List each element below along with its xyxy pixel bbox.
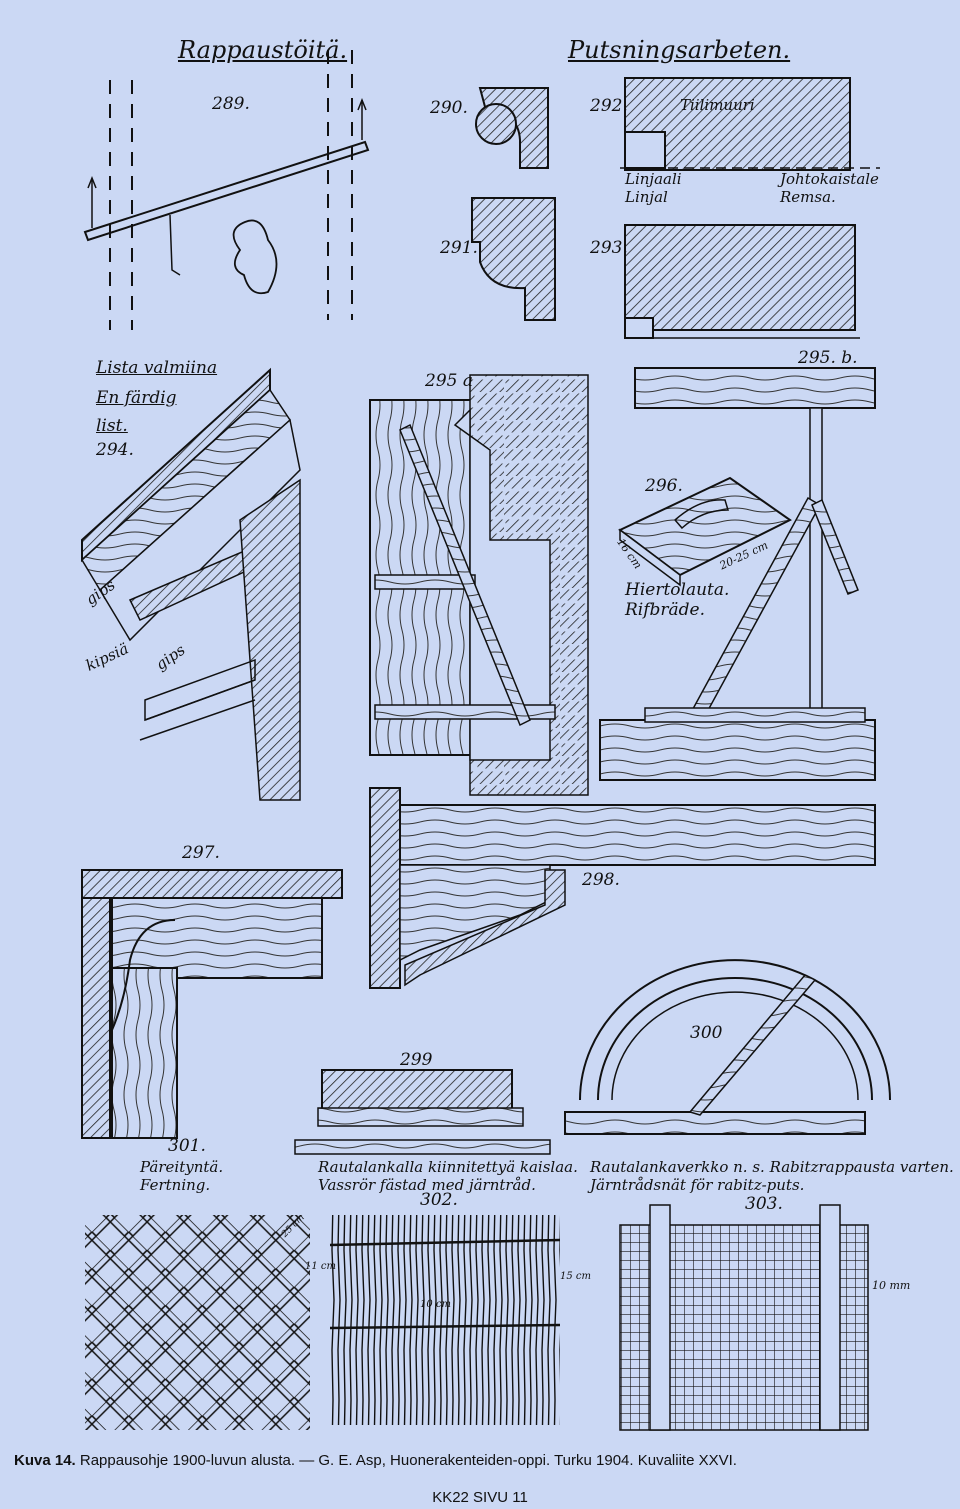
fig-292-wall: Tiilimuuri — [680, 96, 755, 114]
fig-295b-label: 295. b. — [798, 348, 858, 368]
fig-295a-label: 295 a — [425, 371, 473, 391]
figure-300 — [565, 960, 890, 1134]
figure-caption: Kuva 14. Rappausohje 1900-luvun alusta. … — [14, 1452, 737, 1469]
figure-296 — [620, 478, 790, 585]
fig-289-label: 289. — [212, 94, 250, 114]
figure-291-profile — [472, 198, 555, 320]
figure-292 — [620, 78, 880, 170]
fig-300-label: 300 — [690, 1023, 723, 1043]
page-footer: KK22 SIVU 11 — [432, 1489, 528, 1506]
fig-294-title-2: En färdig — [96, 388, 177, 408]
fig-297-label: 297. — [182, 843, 220, 863]
fig-290-label: 290. — [430, 98, 468, 118]
title-fi: Rappaustöitä. — [178, 36, 348, 64]
figure-290-profile — [476, 88, 548, 168]
fig-301-label: 301. — [168, 1136, 206, 1156]
fig-292-left-sv: Linjal — [625, 188, 668, 206]
fig-299-label: 299 — [400, 1050, 433, 1070]
fig-292-right-sv: Remsa. — [780, 188, 836, 206]
fig-302-dim-1: 15 cm — [560, 1271, 591, 1282]
fig-302-label: 302. — [420, 1190, 458, 1210]
figure-303 — [620, 1205, 868, 1430]
fig-296-label: 296. — [645, 476, 683, 496]
caption-text: Rappausohje 1900-luvun alusta. — G. E. A… — [75, 1452, 737, 1469]
figure-297 — [82, 870, 342, 1138]
fig-303-label: 303. — [745, 1194, 783, 1214]
fig-292-left: Linjaali — [625, 170, 682, 188]
engraving-plate — [0, 0, 960, 1450]
figure-293 — [625, 225, 860, 338]
fig-302-dim-2: 11 cm — [305, 1261, 336, 1272]
fig-301-sv: Fertning. — [140, 1176, 211, 1194]
fig-302-text-fi: Rautalankalla kiinnitettyä kaislaa. — [318, 1158, 578, 1176]
fig-294-title-3: list. — [96, 416, 128, 436]
title-sv: Putsningsarbeten. — [568, 36, 791, 64]
figure-294 — [82, 370, 300, 800]
fig-301-fi: Päreityntä. — [140, 1158, 224, 1176]
fig-303-text-fi: Rautalankaverkko n. s. Rabitzrappausta v… — [590, 1158, 954, 1176]
figure-295b — [600, 368, 875, 780]
fig-303-text-sv: Järntrådsnät för rabitz-puts. — [590, 1176, 805, 1194]
caption-label: Kuva 14. — [14, 1452, 76, 1469]
fig-294-label: 294. — [96, 440, 134, 460]
fig-291-label: 291. — [440, 238, 478, 258]
fig-296-name-sv: Rifbräde. — [625, 600, 706, 620]
fig-302-text-sv: Vassrör fästad med järntråd. — [318, 1176, 536, 1194]
figure-299 — [295, 1070, 550, 1154]
fig-293-label: 293. — [590, 238, 628, 258]
fig-302-dim-3: 10 cm — [420, 1299, 451, 1310]
figure-301-lattice — [85, 1215, 310, 1430]
figure-298 — [370, 788, 875, 988]
fig-298-label: 298. — [582, 870, 620, 890]
fig-292-label: 292. — [590, 96, 628, 116]
fig-296-name-fi: Hiertolauta. — [625, 580, 730, 600]
fig-292-right: Johtokaistale — [780, 170, 879, 188]
figure-295a — [370, 375, 588, 795]
figure-302 — [330, 1215, 560, 1425]
fig-294-title-1: Lista valmiina — [96, 358, 218, 378]
fig-303-dim: 10 mm — [872, 1279, 911, 1292]
figure-289 — [85, 50, 368, 330]
